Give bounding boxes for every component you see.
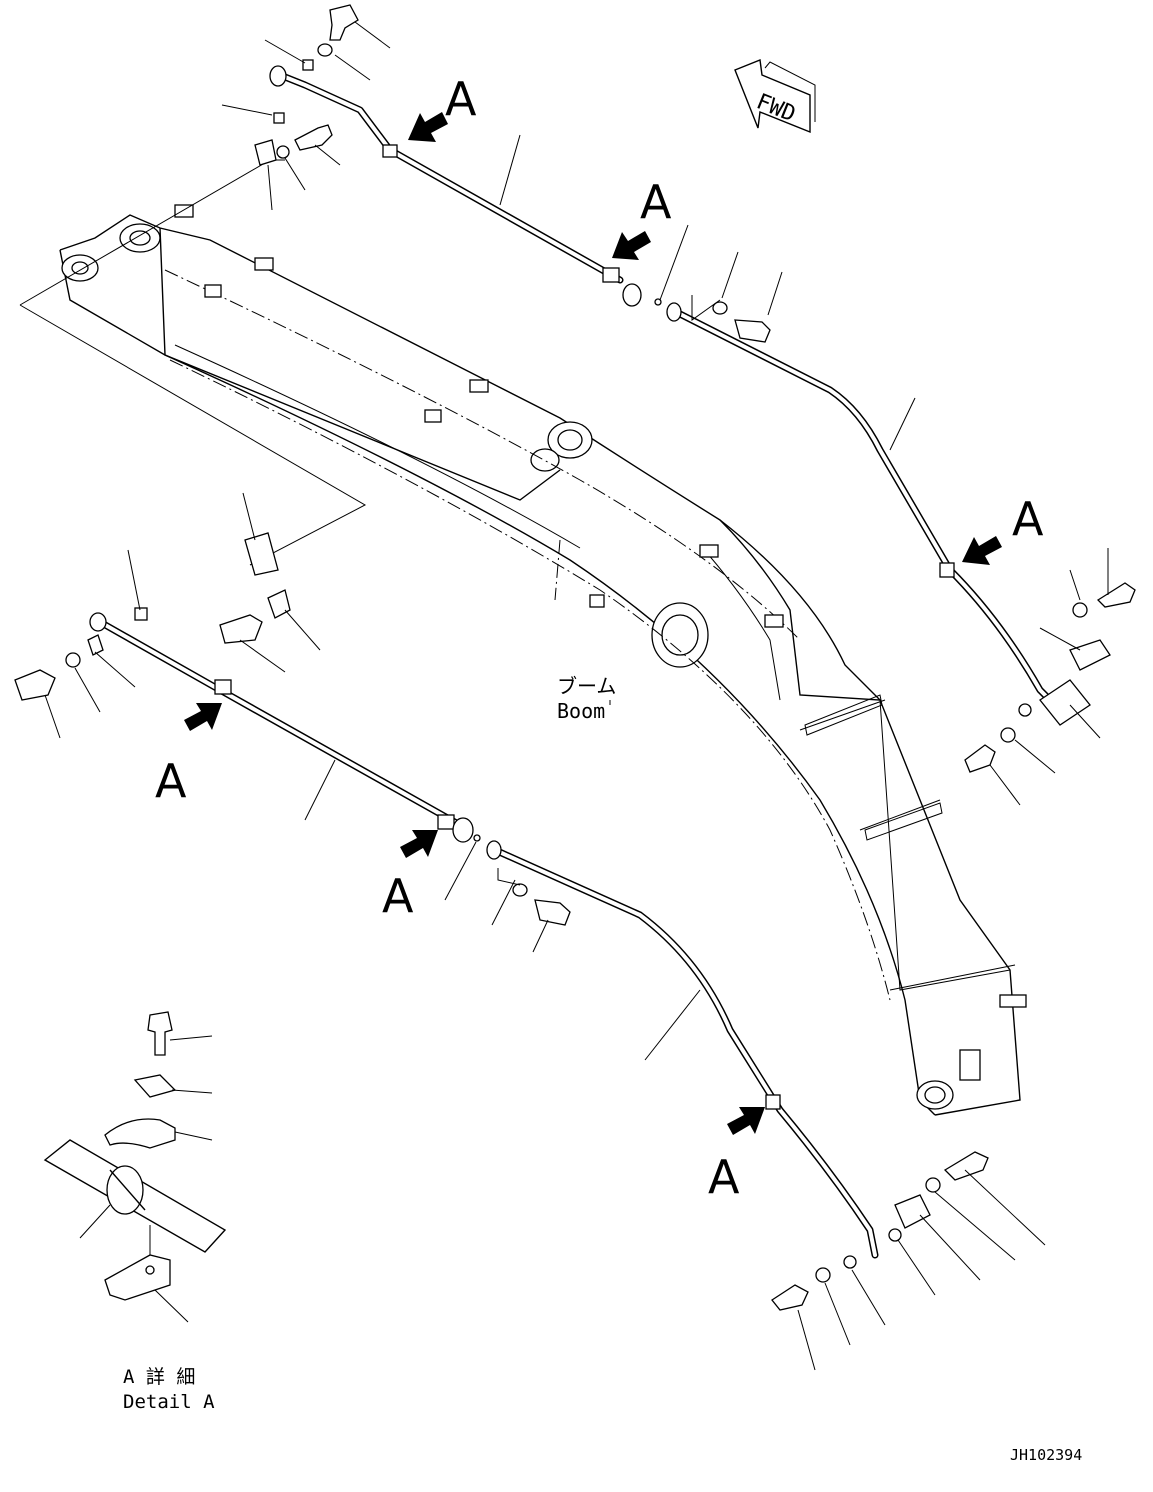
callout-letter: A: [382, 869, 414, 923]
boom-structure: [59, 204, 1027, 1116]
detail-label-jp: A 詳 細: [123, 1366, 195, 1388]
callout-letter: A: [155, 754, 187, 808]
callout-arrows: [184, 112, 1002, 1135]
lower-right-pipe-assembly: [486, 840, 1046, 1371]
upper-pipe-assembly: [221, 4, 689, 307]
callout-arrow-icon: [184, 703, 222, 731]
detail-label-en: Detail A: [123, 1391, 215, 1413]
callout-letters: A A A A A A: [155, 72, 1044, 1204]
callout-arrow-icon: [612, 231, 651, 260]
callout-letter: A: [1012, 492, 1044, 546]
grouping-line-lower: [19, 304, 367, 566]
callout-letter: A: [445, 72, 477, 126]
boom-label-en: Boom: [557, 699, 605, 723]
callout-arrow-icon: [727, 1107, 765, 1135]
callout-letter: A: [640, 175, 672, 229]
fwd-direction-sign: FWD: [734, 59, 816, 134]
fwd-label: FWD: [753, 89, 799, 127]
callout-arrow-icon: [408, 112, 448, 142]
drawing-number: JH102394: [1010, 1446, 1082, 1464]
callout-arrow-icon: [400, 830, 438, 858]
lower-left-pipe-assembly: [14, 492, 481, 901]
upper-right-pipe-assembly: [666, 251, 1136, 806]
callout-letter: A: [708, 1150, 740, 1204]
callout-arrow-icon: [962, 536, 1002, 565]
boom-clamp-brackets: [174, 204, 1027, 1081]
boom-label-jp: ブーム: [557, 674, 616, 698]
detail-a-view: A 詳 細 Detail A: [43, 1011, 227, 1413]
